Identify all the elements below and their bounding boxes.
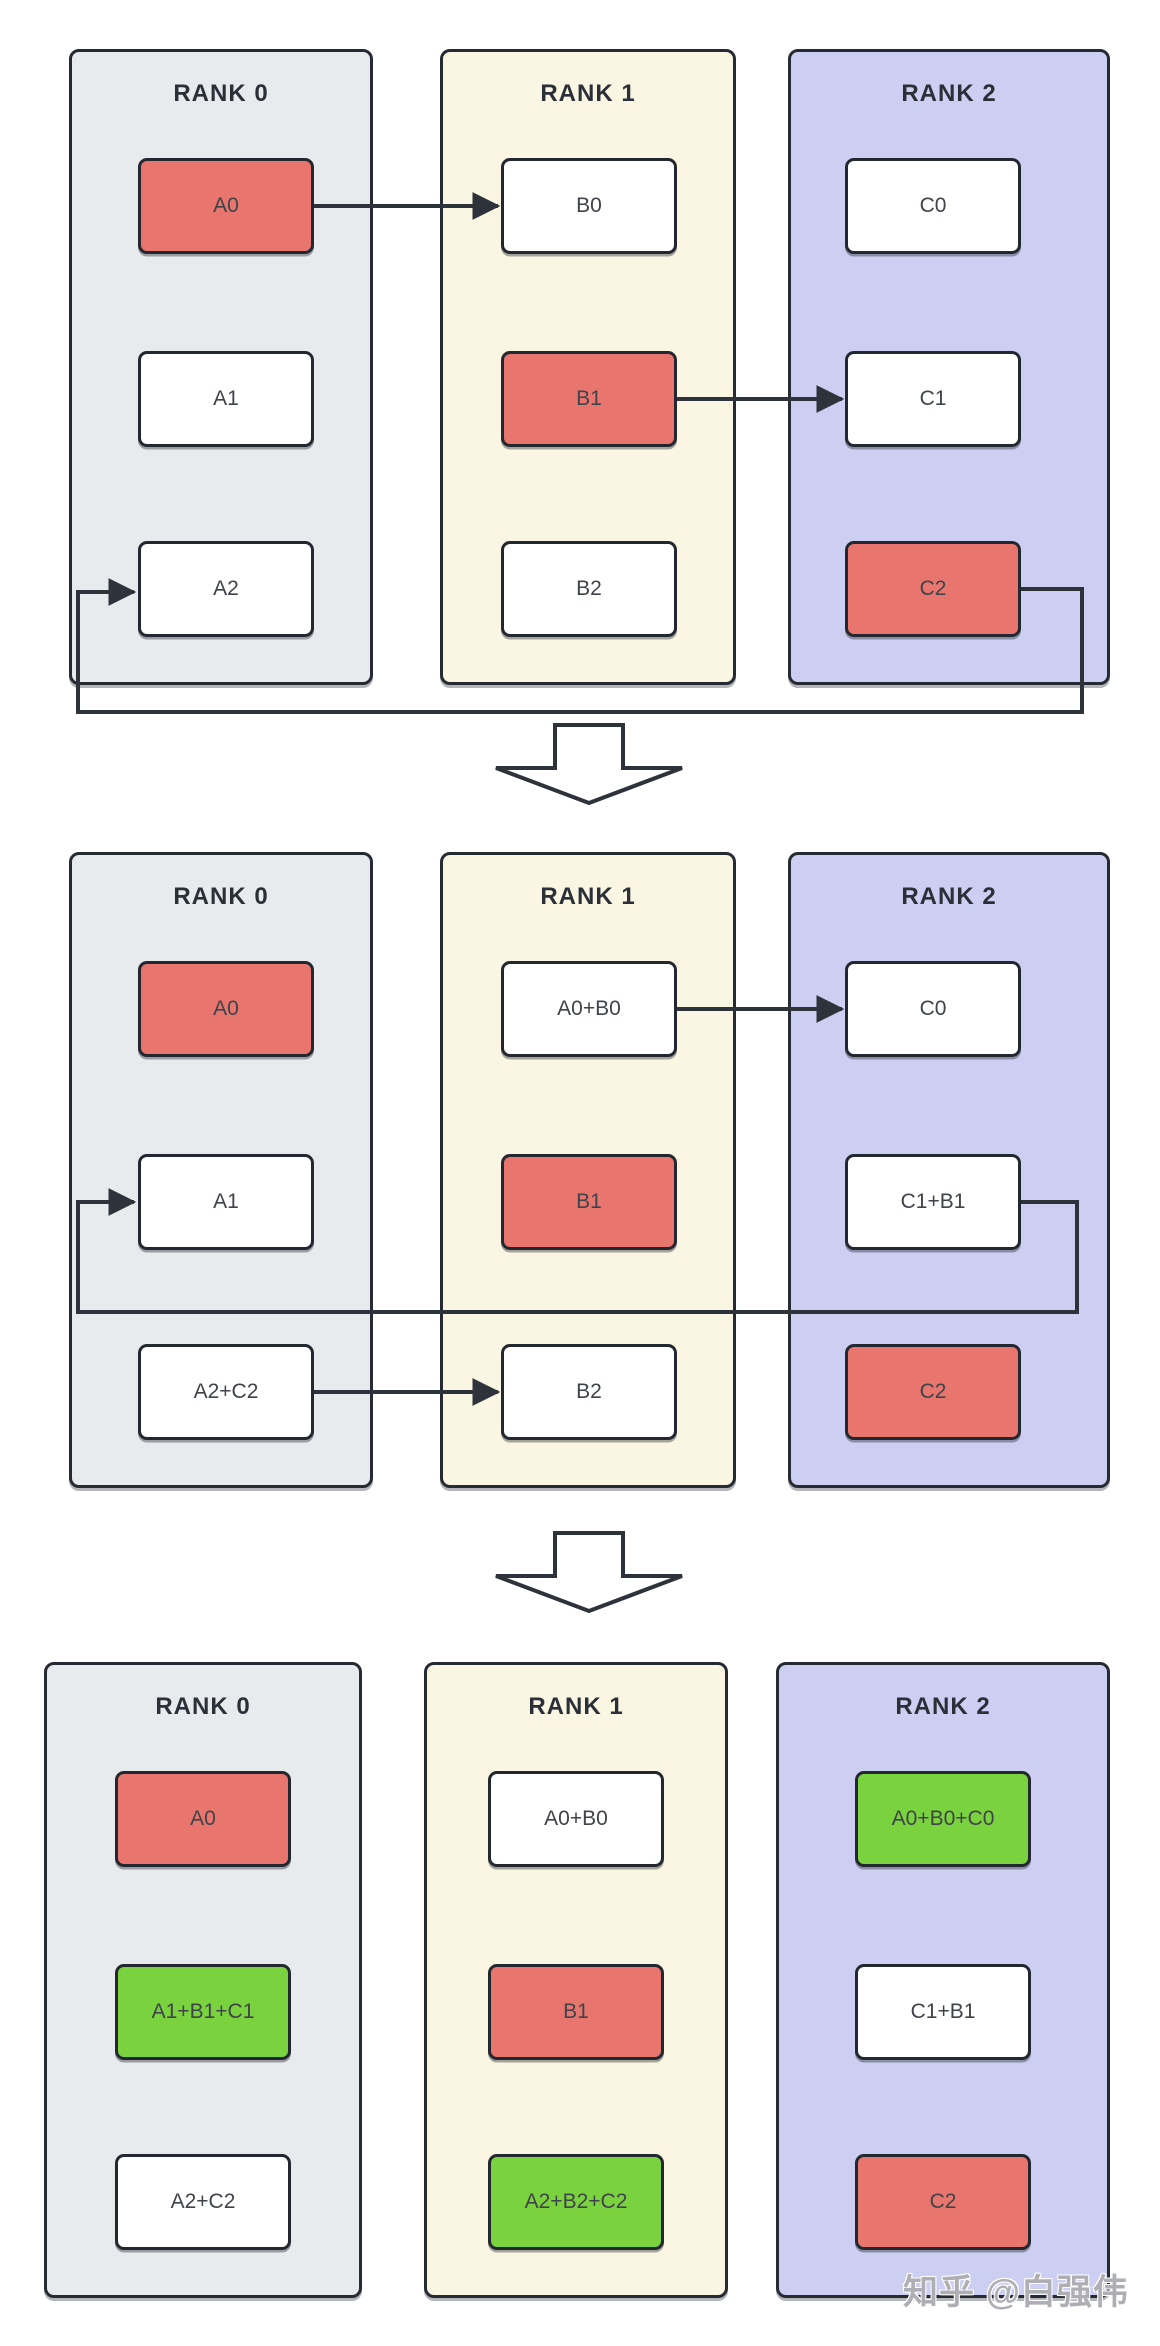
panel-title: RANK 0 — [173, 883, 269, 910]
data-chunk-box: B2 — [501, 1344, 677, 1440]
data-chunk-box: C1 — [845, 351, 1021, 447]
data-chunk-box: B0 — [501, 158, 677, 254]
panel-title: RANK 2 — [901, 883, 997, 910]
data-chunk-box: C1+B1 — [855, 1964, 1031, 2060]
stage-transition-down-arrow — [495, 1531, 683, 1614]
panel-title: RANK 0 — [155, 1693, 251, 1720]
data-chunk-box: A0 — [138, 158, 314, 254]
data-chunk-box: A0 — [115, 1771, 291, 1867]
data-chunk-box: C0 — [845, 158, 1021, 254]
data-chunk-box: A1+B1+C1 — [115, 1964, 291, 2060]
data-chunk-box: B1 — [501, 351, 677, 447]
data-chunk-box: C2 — [855, 2154, 1031, 2250]
data-chunk-box: C0 — [845, 961, 1021, 1057]
data-chunk-box: C2 — [845, 541, 1021, 637]
data-chunk-box: A1 — [138, 351, 314, 447]
stage-transition-down-arrow — [495, 723, 683, 806]
data-chunk-box: A0+B0+C0 — [855, 1771, 1031, 1867]
panel-title: RANK 0 — [173, 80, 269, 107]
data-chunk-box: C2 — [845, 1344, 1021, 1440]
data-chunk-box: A2+B2+C2 — [488, 2154, 664, 2250]
data-chunk-box: A2 — [138, 541, 314, 637]
data-chunk-box: B1 — [501, 1154, 677, 1250]
panel-title: RANK 1 — [528, 1693, 624, 1720]
panel-title: RANK 1 — [540, 883, 636, 910]
data-chunk-box: A2+C2 — [138, 1344, 314, 1440]
data-chunk-box: A0+B0 — [488, 1771, 664, 1867]
watermark: 知乎 @白强伟 — [903, 2273, 1129, 2312]
data-chunk-box: B2 — [501, 541, 677, 637]
panel-title: RANK 2 — [895, 1693, 991, 1720]
panel-title: RANK 1 — [540, 80, 636, 107]
panel-title: RANK 2 — [901, 80, 997, 107]
data-chunk-box: A2+C2 — [115, 2154, 291, 2250]
data-chunk-box: A1 — [138, 1154, 314, 1250]
data-chunk-box: A0 — [138, 961, 314, 1057]
data-chunk-box: A0+B0 — [501, 961, 677, 1057]
data-chunk-box: C1+B1 — [845, 1154, 1021, 1250]
data-chunk-box: B1 — [488, 1964, 664, 2060]
